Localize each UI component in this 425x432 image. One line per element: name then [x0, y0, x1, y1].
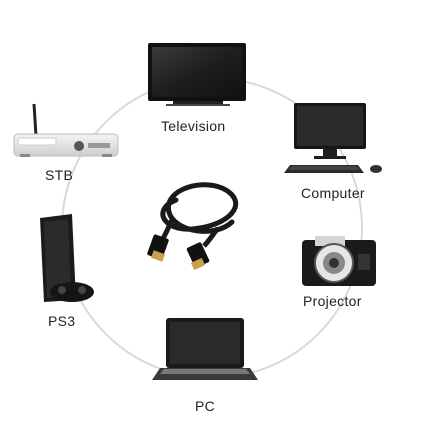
ps3-icon: [40, 214, 94, 302]
stb-icon: [13, 103, 119, 157]
projector-icon: [302, 236, 376, 286]
projector-label: Projector: [303, 293, 362, 309]
stb-label: STB: [45, 167, 74, 183]
pc-label: PC: [195, 398, 216, 414]
television-label: Television: [161, 118, 226, 134]
television-icon: [148, 43, 246, 106]
pc-icon: [152, 318, 258, 380]
computer-icon: [284, 103, 382, 173]
ps3-label: PS3: [48, 313, 76, 329]
computer-label: Computer: [301, 185, 365, 201]
hdmi-cable-icon: [147, 182, 239, 271]
